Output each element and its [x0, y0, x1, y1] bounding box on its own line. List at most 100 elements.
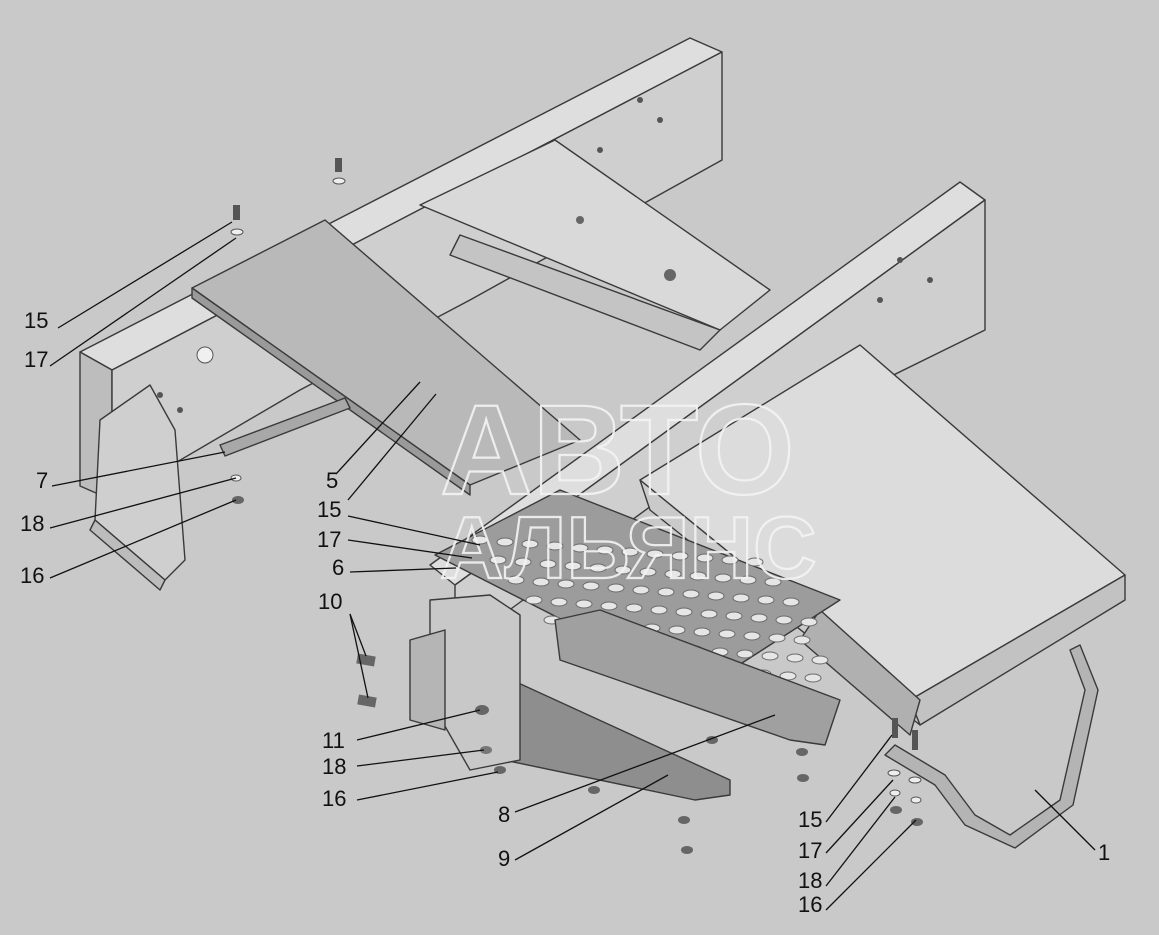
perforation-hole	[700, 609, 718, 619]
callout-17: 17	[317, 527, 341, 552]
callout-16: 16	[322, 786, 346, 811]
perforation-hole	[768, 633, 786, 643]
callout-1: 1	[1098, 840, 1110, 865]
perforation-hole	[800, 617, 818, 627]
perforation-hole	[786, 653, 804, 663]
callout-11: 11	[322, 728, 345, 753]
perforation-hole	[811, 655, 829, 665]
cross-member	[419, 139, 771, 351]
nut-9b	[681, 846, 693, 854]
perforation-hole	[639, 567, 657, 577]
perforation-hole	[793, 635, 811, 645]
washer-18	[480, 746, 492, 754]
perforation-hole	[718, 629, 736, 639]
perforation-hole	[725, 611, 743, 621]
perforation-hole	[532, 577, 550, 587]
perforation-hole	[571, 543, 589, 553]
perforation-hole	[596, 545, 614, 555]
watermark-line1: АВТО	[440, 379, 795, 522]
perforation-hole	[668, 625, 686, 635]
perforation-hole	[739, 575, 757, 585]
cover-plate-edge	[191, 287, 471, 496]
perforation-hole	[614, 565, 632, 575]
perforation-hole	[471, 535, 489, 545]
perforation-hole	[564, 561, 582, 571]
perforation-hole	[714, 573, 732, 583]
perforation-hole	[782, 597, 800, 607]
perforation-hole	[671, 551, 689, 561]
perforation-hole	[696, 553, 714, 563]
perforation-hole	[546, 541, 564, 551]
perforation-hole	[496, 537, 514, 547]
callout-7: 7	[36, 468, 48, 493]
callout-18: 18	[20, 511, 44, 536]
callout-10: 10	[318, 589, 342, 614]
callout-9: 9	[498, 846, 510, 871]
leader-lines	[49, 221, 1096, 911]
nut-8b	[588, 786, 600, 794]
perforation-hole	[575, 599, 593, 609]
perforation-hole	[664, 569, 682, 579]
perforation-hole	[761, 651, 779, 661]
perforation-hole	[589, 563, 607, 573]
perforation-hole	[539, 559, 557, 569]
perforation-hole	[757, 595, 775, 605]
perforation-hole	[689, 571, 707, 581]
perforation-hole	[514, 557, 532, 567]
perforation-hole	[550, 597, 568, 607]
perforation-hole	[746, 557, 764, 567]
perforation-hole	[632, 585, 650, 595]
callout-6: 6	[332, 555, 344, 580]
callout-15: 15	[24, 308, 48, 333]
perforation-hole	[607, 583, 625, 593]
perforation-hole	[621, 547, 639, 557]
callout-5: 5	[326, 468, 338, 493]
perforation-hole	[625, 603, 643, 613]
perforation-hole	[600, 601, 618, 611]
perforation-hole	[507, 575, 525, 585]
nut-9a	[678, 816, 690, 824]
callout-16: 16	[20, 563, 44, 588]
bolts-right	[887, 718, 923, 826]
perforation-hole	[646, 549, 664, 559]
bolt-left	[230, 205, 244, 236]
perforation-hole	[707, 591, 725, 601]
perforation-hole	[743, 631, 761, 641]
perforation-hole	[657, 587, 675, 597]
perforation-hole	[750, 613, 768, 623]
perforation-hole	[650, 605, 668, 615]
perforation-hole	[675, 607, 693, 617]
callout-17: 17	[798, 838, 822, 863]
perforation-hole	[693, 627, 711, 637]
perforation-hole	[557, 579, 575, 589]
perforation-hole	[521, 539, 539, 549]
handle	[884, 644, 1099, 849]
callout-labels: 15 17 7 18 16 5 15 17 6 10 11 18 16 8 9 …	[20, 308, 1110, 917]
perforation-hole	[525, 595, 543, 605]
callout-16: 16	[798, 892, 822, 917]
front-bracket	[409, 594, 521, 771]
bolt-top	[332, 158, 346, 185]
nut-r1	[796, 748, 808, 756]
callout-17: 17	[24, 347, 48, 372]
nut-11	[475, 705, 489, 715]
callout-18: 18	[322, 754, 346, 779]
nut-r2	[797, 774, 809, 782]
perforation-hole	[736, 649, 754, 659]
perforation-hole	[775, 615, 793, 625]
perforation-hole	[489, 555, 507, 565]
nut-left	[232, 496, 244, 504]
watermark-line2: АЛЬЯНС	[440, 498, 817, 597]
perforation-hole	[582, 581, 600, 591]
callout-8: 8	[498, 802, 510, 827]
perforation-hole	[721, 555, 739, 565]
callout-15: 15	[798, 807, 822, 832]
callout-18: 18	[798, 868, 822, 893]
perforation-hole	[682, 589, 700, 599]
callout-15: 15	[317, 497, 341, 522]
perforation-hole	[804, 673, 822, 683]
perforation-hole	[732, 593, 750, 603]
perforation-hole	[764, 577, 782, 587]
bolts-10	[356, 653, 377, 708]
